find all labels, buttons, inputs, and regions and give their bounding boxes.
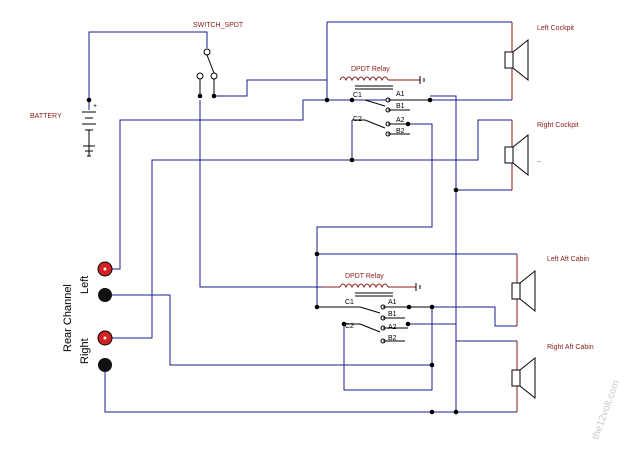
left-channel-label: Left	[79, 276, 91, 294]
relay-bottom-a1: A1	[388, 299, 397, 306]
relay-top-c1: C1	[353, 92, 362, 99]
speaker-right-cockpit: Right Cockpit ..	[504, 122, 579, 177]
relay-top: DPDT Relay C1 A1 B1 C2 A2 B2	[339, 66, 433, 137]
relay-top-label: DPDT Relay	[351, 66, 390, 73]
left-negative-terminal	[98, 288, 112, 302]
relay-bottom-c2: C2	[345, 323, 354, 330]
right-aft-label: Right Aft Cabin	[547, 344, 594, 351]
rear-channel-label: Rear Channel	[62, 284, 74, 352]
watermark: the12volt.com	[590, 379, 622, 441]
battery-plus-label: +	[93, 103, 97, 110]
rear-channel-terminals: Rear Channel Left Right	[62, 261, 113, 372]
relay-top-b2: B2	[396, 128, 405, 135]
left-aft-label: Left Aft Cabin	[547, 256, 589, 263]
relay-top-b1: B1	[396, 103, 405, 110]
switch-label: SWITCH_SPDT	[193, 22, 244, 29]
relay-bottom-c1: C1	[345, 299, 354, 306]
speaker-left-aft: Left Aft Cabin	[511, 256, 589, 313]
relay-bottom-label: DPDT Relay	[345, 273, 384, 280]
speaker-right-aft: Right Aft Cabin	[511, 344, 594, 400]
speaker-left-cockpit: Left Cockpit	[504, 25, 574, 82]
right-cockpit-dots: ..	[537, 157, 541, 164]
relay-bottom-b2: B2	[388, 335, 397, 342]
relay-top-a2: A2	[396, 117, 405, 124]
left-cockpit-label: Left Cockpit	[537, 25, 574, 32]
wires	[88, 21, 518, 413]
right-channel-label: Right	[79, 338, 91, 364]
battery: BATTERY +	[30, 103, 97, 157]
spdt-switch: SWITCH_SPDT	[193, 22, 244, 96]
relay-top-a1: A1	[396, 91, 405, 98]
right-negative-terminal	[98, 358, 112, 372]
relay-bottom: DPDT Relay C1 A1 B1 C2 A2 B2	[317, 273, 435, 344]
relay-bottom-b1: B1	[388, 311, 397, 318]
right-cockpit-label: Right Cockpit	[537, 122, 579, 129]
battery-label: BATTERY	[30, 113, 62, 120]
